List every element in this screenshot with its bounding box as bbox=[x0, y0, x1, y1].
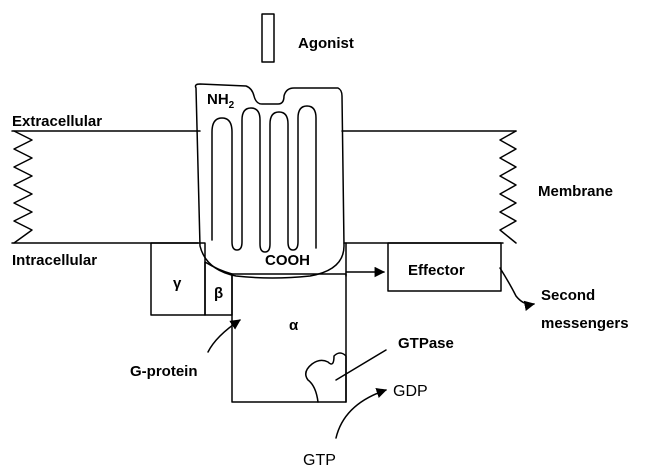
extracellular-label: Extracellular bbox=[12, 113, 102, 130]
nh2-subscript: 2 bbox=[229, 100, 235, 111]
receptor-outline bbox=[194, 83, 345, 279]
agonist-label: Agonist bbox=[298, 35, 354, 52]
g-protein-arrow bbox=[207, 319, 241, 353]
agonist-rect bbox=[261, 13, 275, 63]
alpha-subunit bbox=[231, 273, 347, 403]
g-protein-label: G-protein bbox=[130, 363, 198, 380]
membrane-label: Membrane bbox=[538, 183, 613, 200]
cooh-label: COOH bbox=[265, 252, 310, 269]
membrane-right-wave bbox=[499, 130, 517, 244]
beta-label: β bbox=[214, 285, 223, 302]
membrane-left-wave bbox=[13, 130, 33, 244]
nh2-label: NH2 bbox=[207, 91, 235, 111]
gtpase-pointer-line bbox=[335, 349, 387, 381]
nh2-base: NH bbox=[207, 91, 229, 108]
gtp-to-gdp-arrow bbox=[335, 388, 387, 439]
intracellular-label: Intracellular bbox=[12, 252, 97, 269]
gamma-label: γ bbox=[173, 275, 182, 292]
gtp-label: GTP bbox=[303, 452, 336, 468]
gtpase-label: GTPase bbox=[398, 335, 454, 352]
second-messengers-label-line1: Second bbox=[541, 287, 595, 304]
effector-to-second-messengers-arrow bbox=[499, 267, 536, 311]
receptor-helices bbox=[211, 105, 317, 253]
alpha-label: α bbox=[289, 317, 299, 334]
effector-box bbox=[387, 242, 502, 292]
gtp-binding-pocket bbox=[305, 352, 347, 403]
gdp-label: GDP bbox=[393, 383, 428, 400]
second-messengers-label-line2: messengers bbox=[541, 315, 629, 332]
effector-label: Effector bbox=[408, 262, 465, 279]
